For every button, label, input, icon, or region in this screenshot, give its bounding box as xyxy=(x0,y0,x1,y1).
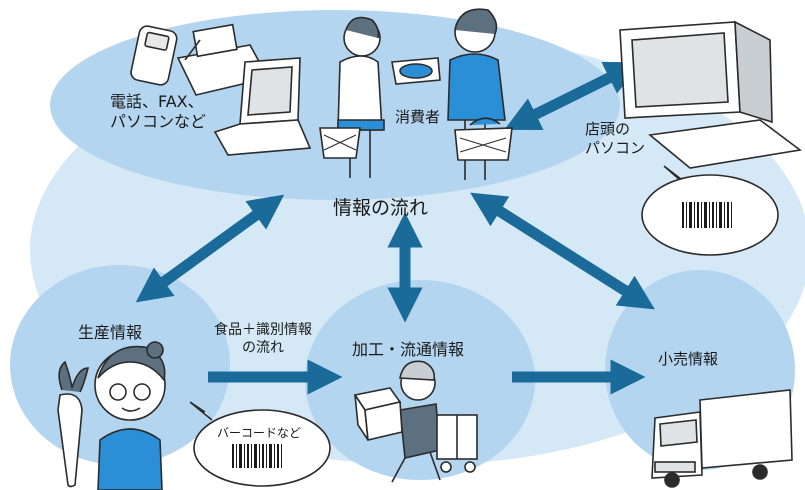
cardboard-boxes-icon xyxy=(353,387,403,441)
store-pc-label: 店頭の パソコン xyxy=(585,120,646,157)
info-flow-label: 情報の流れ xyxy=(333,197,429,219)
production-info-label: 生産情報 xyxy=(78,323,143,342)
store-computer-icon xyxy=(619,20,802,169)
barcode-note-label: バーコードなど xyxy=(217,426,302,440)
laptop-icon xyxy=(213,57,312,156)
flow-arrows xyxy=(135,62,655,395)
consumer-label: 消費者 xyxy=(395,108,441,126)
consumer-woman-left-icon xyxy=(319,16,385,178)
arrow-consumer-store xyxy=(504,62,641,130)
hand-cart-icon xyxy=(436,414,478,473)
arrow-flow-retail xyxy=(470,192,655,310)
store-barcode-icon xyxy=(682,202,732,228)
radish-icon xyxy=(57,360,90,488)
consumer-woman-right-icon xyxy=(447,8,513,180)
arrow-flow-production xyxy=(135,194,285,303)
consumer-devices-label: 電話、FAX、 パソコンなど xyxy=(110,92,207,131)
retail-info-label: 小売情報 xyxy=(658,350,719,368)
delivery-worker-icon xyxy=(391,360,441,483)
processing-info-label: 加工・流通情報 xyxy=(352,340,465,359)
food-id-flow-label: 食品＋識別情報 の流れ xyxy=(214,322,312,356)
product-package-icon xyxy=(391,57,441,85)
farmer-barcode-icon xyxy=(232,444,282,468)
truck-icon xyxy=(651,389,793,488)
phone-icon xyxy=(130,25,178,86)
farmer-icon xyxy=(94,341,166,490)
